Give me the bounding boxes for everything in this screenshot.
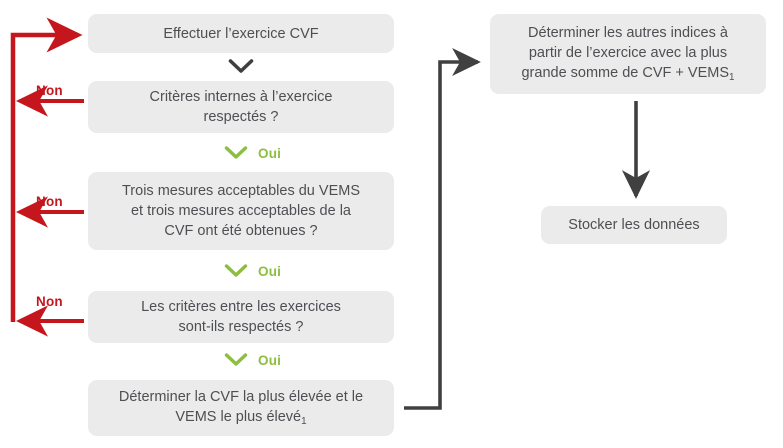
edge-label-oui-2: Oui bbox=[258, 264, 282, 279]
node-label: Stocker les données bbox=[568, 217, 700, 233]
red-feedback-loop bbox=[10, 17, 84, 337]
node-trois-mesures-acceptables[interactable]: Trois mesures acceptables du VEMS et tro… bbox=[88, 172, 394, 250]
node-stocker-les-donnees[interactable]: Stocker les données bbox=[541, 206, 727, 244]
subscript-1: 1 bbox=[729, 72, 735, 84]
subscript-1: 1 bbox=[301, 416, 307, 428]
connector-determiner-to-autres-indices bbox=[404, 47, 481, 410]
node-label: Trois mesures acceptables du VEMS et tro… bbox=[121, 183, 360, 239]
node-effectuer-exercice-cvf[interactable]: Effectuer l’exercice CVF bbox=[88, 14, 394, 53]
chevron-down-icon-gray bbox=[228, 58, 254, 76]
edge-label-non-2: Non bbox=[36, 194, 63, 209]
node-determiner-autres-indices[interactable]: Déterminer les autres indices à partir d… bbox=[490, 14, 766, 94]
node-criteres-entre-exercices[interactable]: Les critères entre les exercices sont-il… bbox=[88, 291, 394, 343]
node-label: Déterminer la CVF la plus élevée et le V… bbox=[118, 389, 364, 428]
node-label: Critères internes à l’exercice respectés… bbox=[149, 89, 333, 125]
edge-label-oui-1: Oui bbox=[258, 146, 282, 161]
node-determiner-cvf-vems-plus-eleve[interactable]: Déterminer la CVF la plus élevée et le V… bbox=[88, 380, 394, 436]
chevron-down-icon-oui-1 bbox=[224, 145, 248, 162]
edge-label-oui-3: Oui bbox=[258, 353, 282, 368]
chevron-down-icon-oui-3 bbox=[224, 352, 248, 369]
edge-label-non-3: Non bbox=[36, 294, 63, 309]
node-criteres-internes-exercice[interactable]: Critères internes à l’exercice respectés… bbox=[88, 81, 394, 133]
edge-label-non-1: Non bbox=[36, 83, 63, 98]
chevron-down-icon-oui-2 bbox=[224, 263, 248, 280]
node-label: Déterminer les autres indices à partir d… bbox=[521, 25, 735, 84]
node-label: Effectuer l’exercice CVF bbox=[163, 25, 319, 42]
node-label: Les critères entre les exercices sont-il… bbox=[141, 299, 341, 335]
